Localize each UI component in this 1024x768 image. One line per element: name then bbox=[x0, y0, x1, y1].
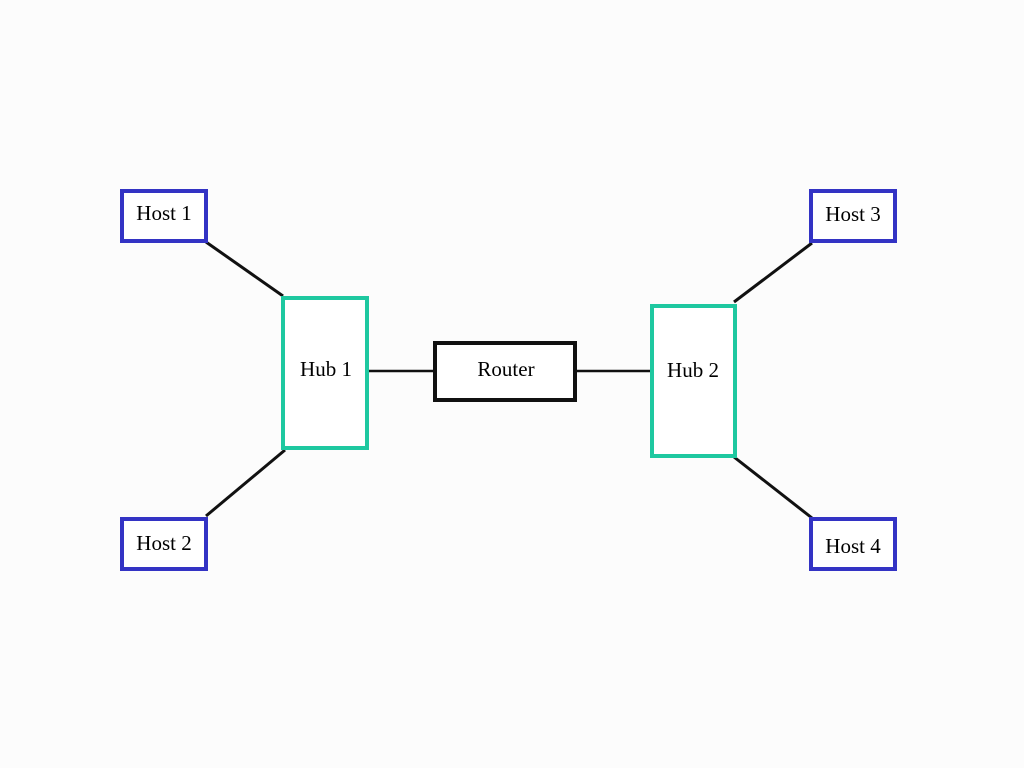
link-host2-hub1 bbox=[205, 448, 286, 518]
link-host1-hub1 bbox=[205, 240, 284, 298]
hub-2-node: Hub 2 bbox=[650, 304, 737, 458]
link-hub2-host4 bbox=[733, 455, 813, 520]
host-2-node: Host 2 bbox=[120, 517, 208, 571]
router-node: Router bbox=[433, 341, 577, 402]
hub-1-node: Hub 1 bbox=[281, 296, 369, 450]
hub-1-label: Hub 1 bbox=[300, 357, 352, 381]
links bbox=[205, 240, 813, 520]
host-3-node: Host 3 bbox=[809, 189, 897, 243]
host-4-label: Host 4 bbox=[825, 534, 881, 558]
hub-2-label: Hub 2 bbox=[667, 358, 719, 382]
host-2-label: Host 2 bbox=[136, 531, 191, 555]
link-hub2-host3 bbox=[733, 241, 813, 304]
host-1-label: Host 1 bbox=[136, 201, 191, 225]
host-1-node: Host 1 bbox=[120, 189, 208, 243]
router-label: Router bbox=[477, 357, 534, 381]
host-3-label: Host 3 bbox=[825, 202, 880, 226]
host-4-node: Host 4 bbox=[809, 517, 897, 571]
